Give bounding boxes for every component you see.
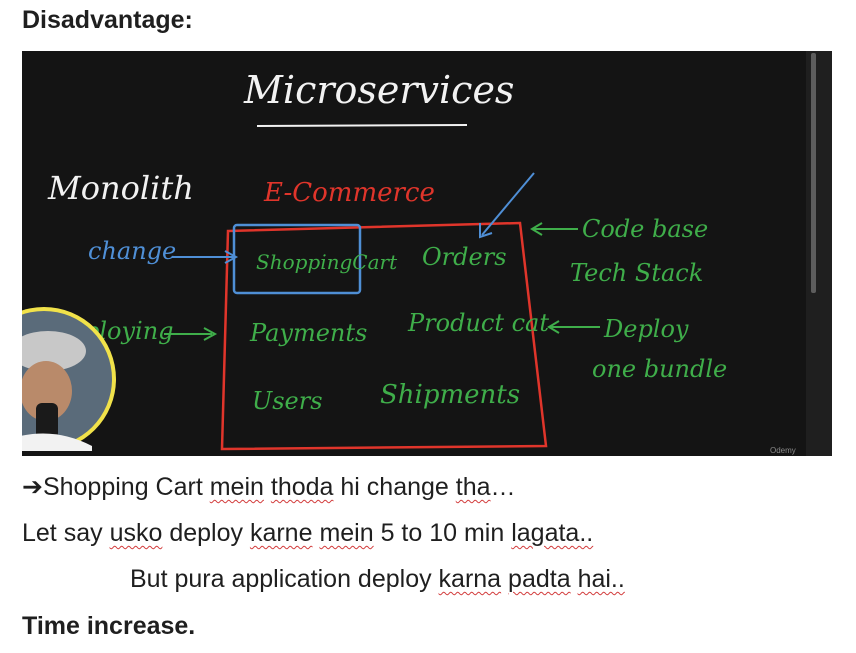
title-underline (256, 124, 468, 127)
label-change: change (88, 237, 176, 265)
label-shipments: Shipments (380, 380, 520, 410)
spell-flag: mein (209, 473, 264, 501)
label-shoppingcart: ShoppingCart (256, 250, 398, 274)
arrow-icon: ➔ (22, 473, 43, 501)
label-monolith: Monolith (47, 169, 194, 207)
spell-flag: hai.. (577, 565, 625, 593)
spell-flag: thoda (270, 473, 334, 501)
spell-flag: lagata.. (511, 519, 594, 547)
watermark: Odemy (770, 446, 796, 455)
title-microservices: Microservices (243, 68, 514, 112)
whiteboard-image: Microservices Monolith E-Commerce change… (22, 51, 832, 456)
note-line-4: Time increase. (22, 612, 196, 640)
spell-flag: tha (455, 473, 491, 501)
spell-flag: usko (109, 519, 163, 547)
label-product-cat: Product cat (407, 309, 549, 337)
orders-arrowhead (479, 223, 493, 239)
orders-arrow (481, 172, 535, 236)
section-heading: Disadvantage: (22, 6, 193, 34)
note-line-2: Let say usko deploy karne mein 5 to 10 m… (22, 519, 594, 547)
whiteboard-drawing: Microservices Monolith E-Commerce change… (22, 68, 796, 455)
label-one-bundle: one bundle (592, 355, 727, 383)
spell-flag: padta (508, 565, 571, 593)
label-code-base: Code base (582, 215, 708, 243)
video-scrollbar-track (806, 51, 832, 456)
label-deploy: Deploy (603, 315, 689, 343)
label-ecommerce: E-Commerce (263, 178, 435, 208)
label-users: Users (252, 387, 323, 415)
deploy-arrowhead (547, 320, 560, 334)
change-arrowhead (224, 250, 239, 264)
presenter-avatar (22, 307, 116, 451)
label-payments: Payments (249, 319, 367, 347)
video-scrollbar-thumb[interactable] (811, 53, 816, 293)
label-orders: Orders (422, 243, 507, 271)
label-tech-stack: Tech Stack (570, 259, 703, 287)
note-line-3: But pura application deploy karna padta … (130, 565, 625, 593)
deploying-arrowhead (203, 327, 218, 341)
spell-flag: mein (319, 519, 374, 547)
spell-flag: karne (249, 519, 313, 547)
note-line-1: ➔Shopping Cart mein thoda hi change tha… (22, 473, 516, 501)
spell-flag: karna (438, 565, 502, 593)
codebase-arrowhead (530, 222, 543, 236)
ecommerce-box (220, 221, 548, 451)
